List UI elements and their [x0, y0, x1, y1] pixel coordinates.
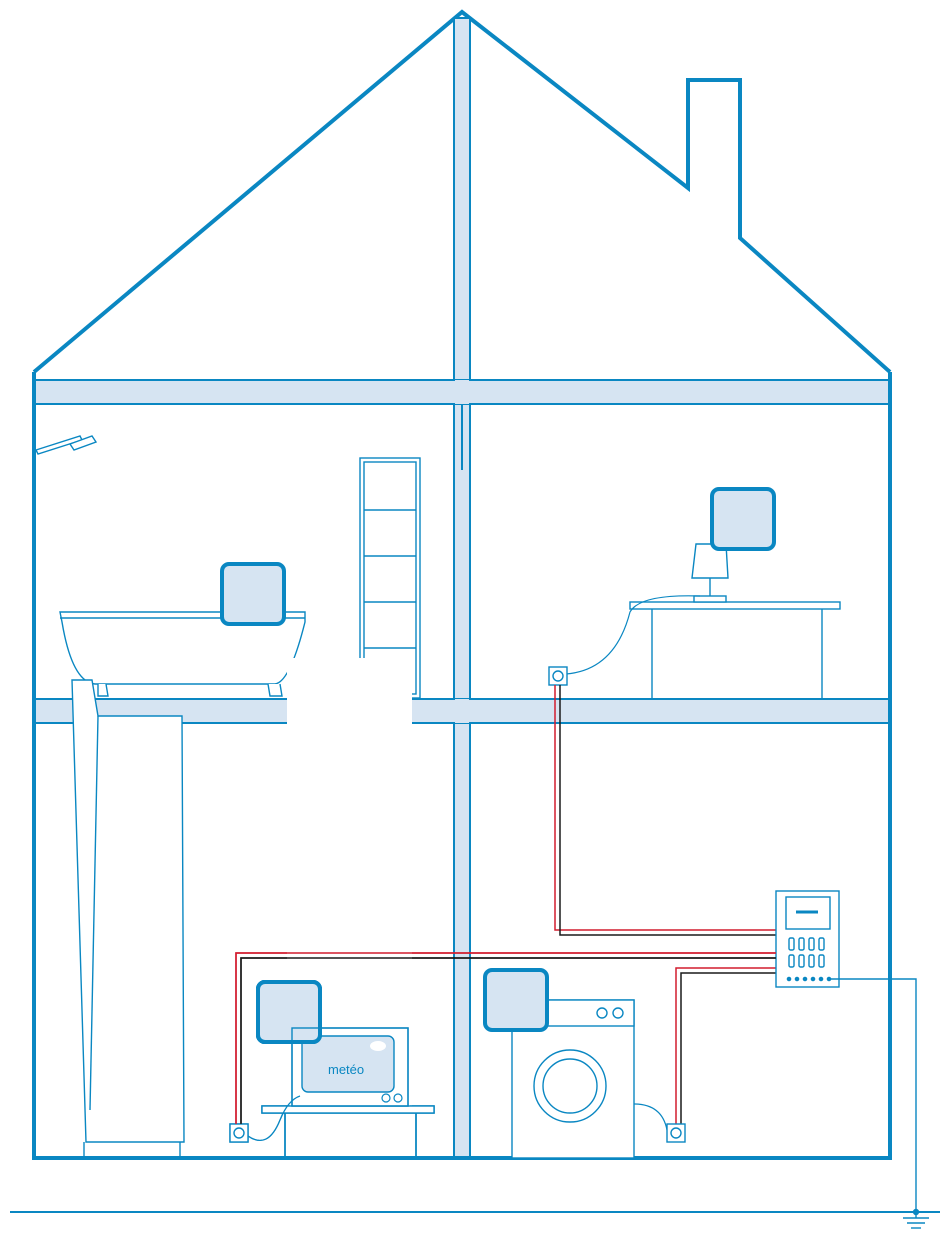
powerline-adapter-icon — [710, 487, 776, 551]
powerline-adapter-icon — [220, 562, 286, 626]
shower-icon — [35, 435, 98, 455]
powerline-adapter-icon — [256, 980, 322, 1044]
tv-screen-text: metéo — [328, 1062, 364, 1077]
desk-icon — [629, 601, 841, 699]
wall-socket-icon — [548, 666, 568, 686]
lamp-cable — [565, 595, 701, 675]
bathtub-icon — [59, 611, 306, 697]
red-wire — [554, 685, 776, 931]
roof-outline — [32, 9, 892, 374]
lamp-icon — [691, 543, 729, 603]
ground-symbol-icon — [830, 978, 929, 1229]
armchair-icon — [71, 679, 185, 1158]
black-wire — [559, 685, 776, 936]
electrical-panel-icon — [775, 890, 840, 988]
wall-socket-icon — [666, 1123, 686, 1143]
wall-socket-icon — [229, 1123, 249, 1143]
